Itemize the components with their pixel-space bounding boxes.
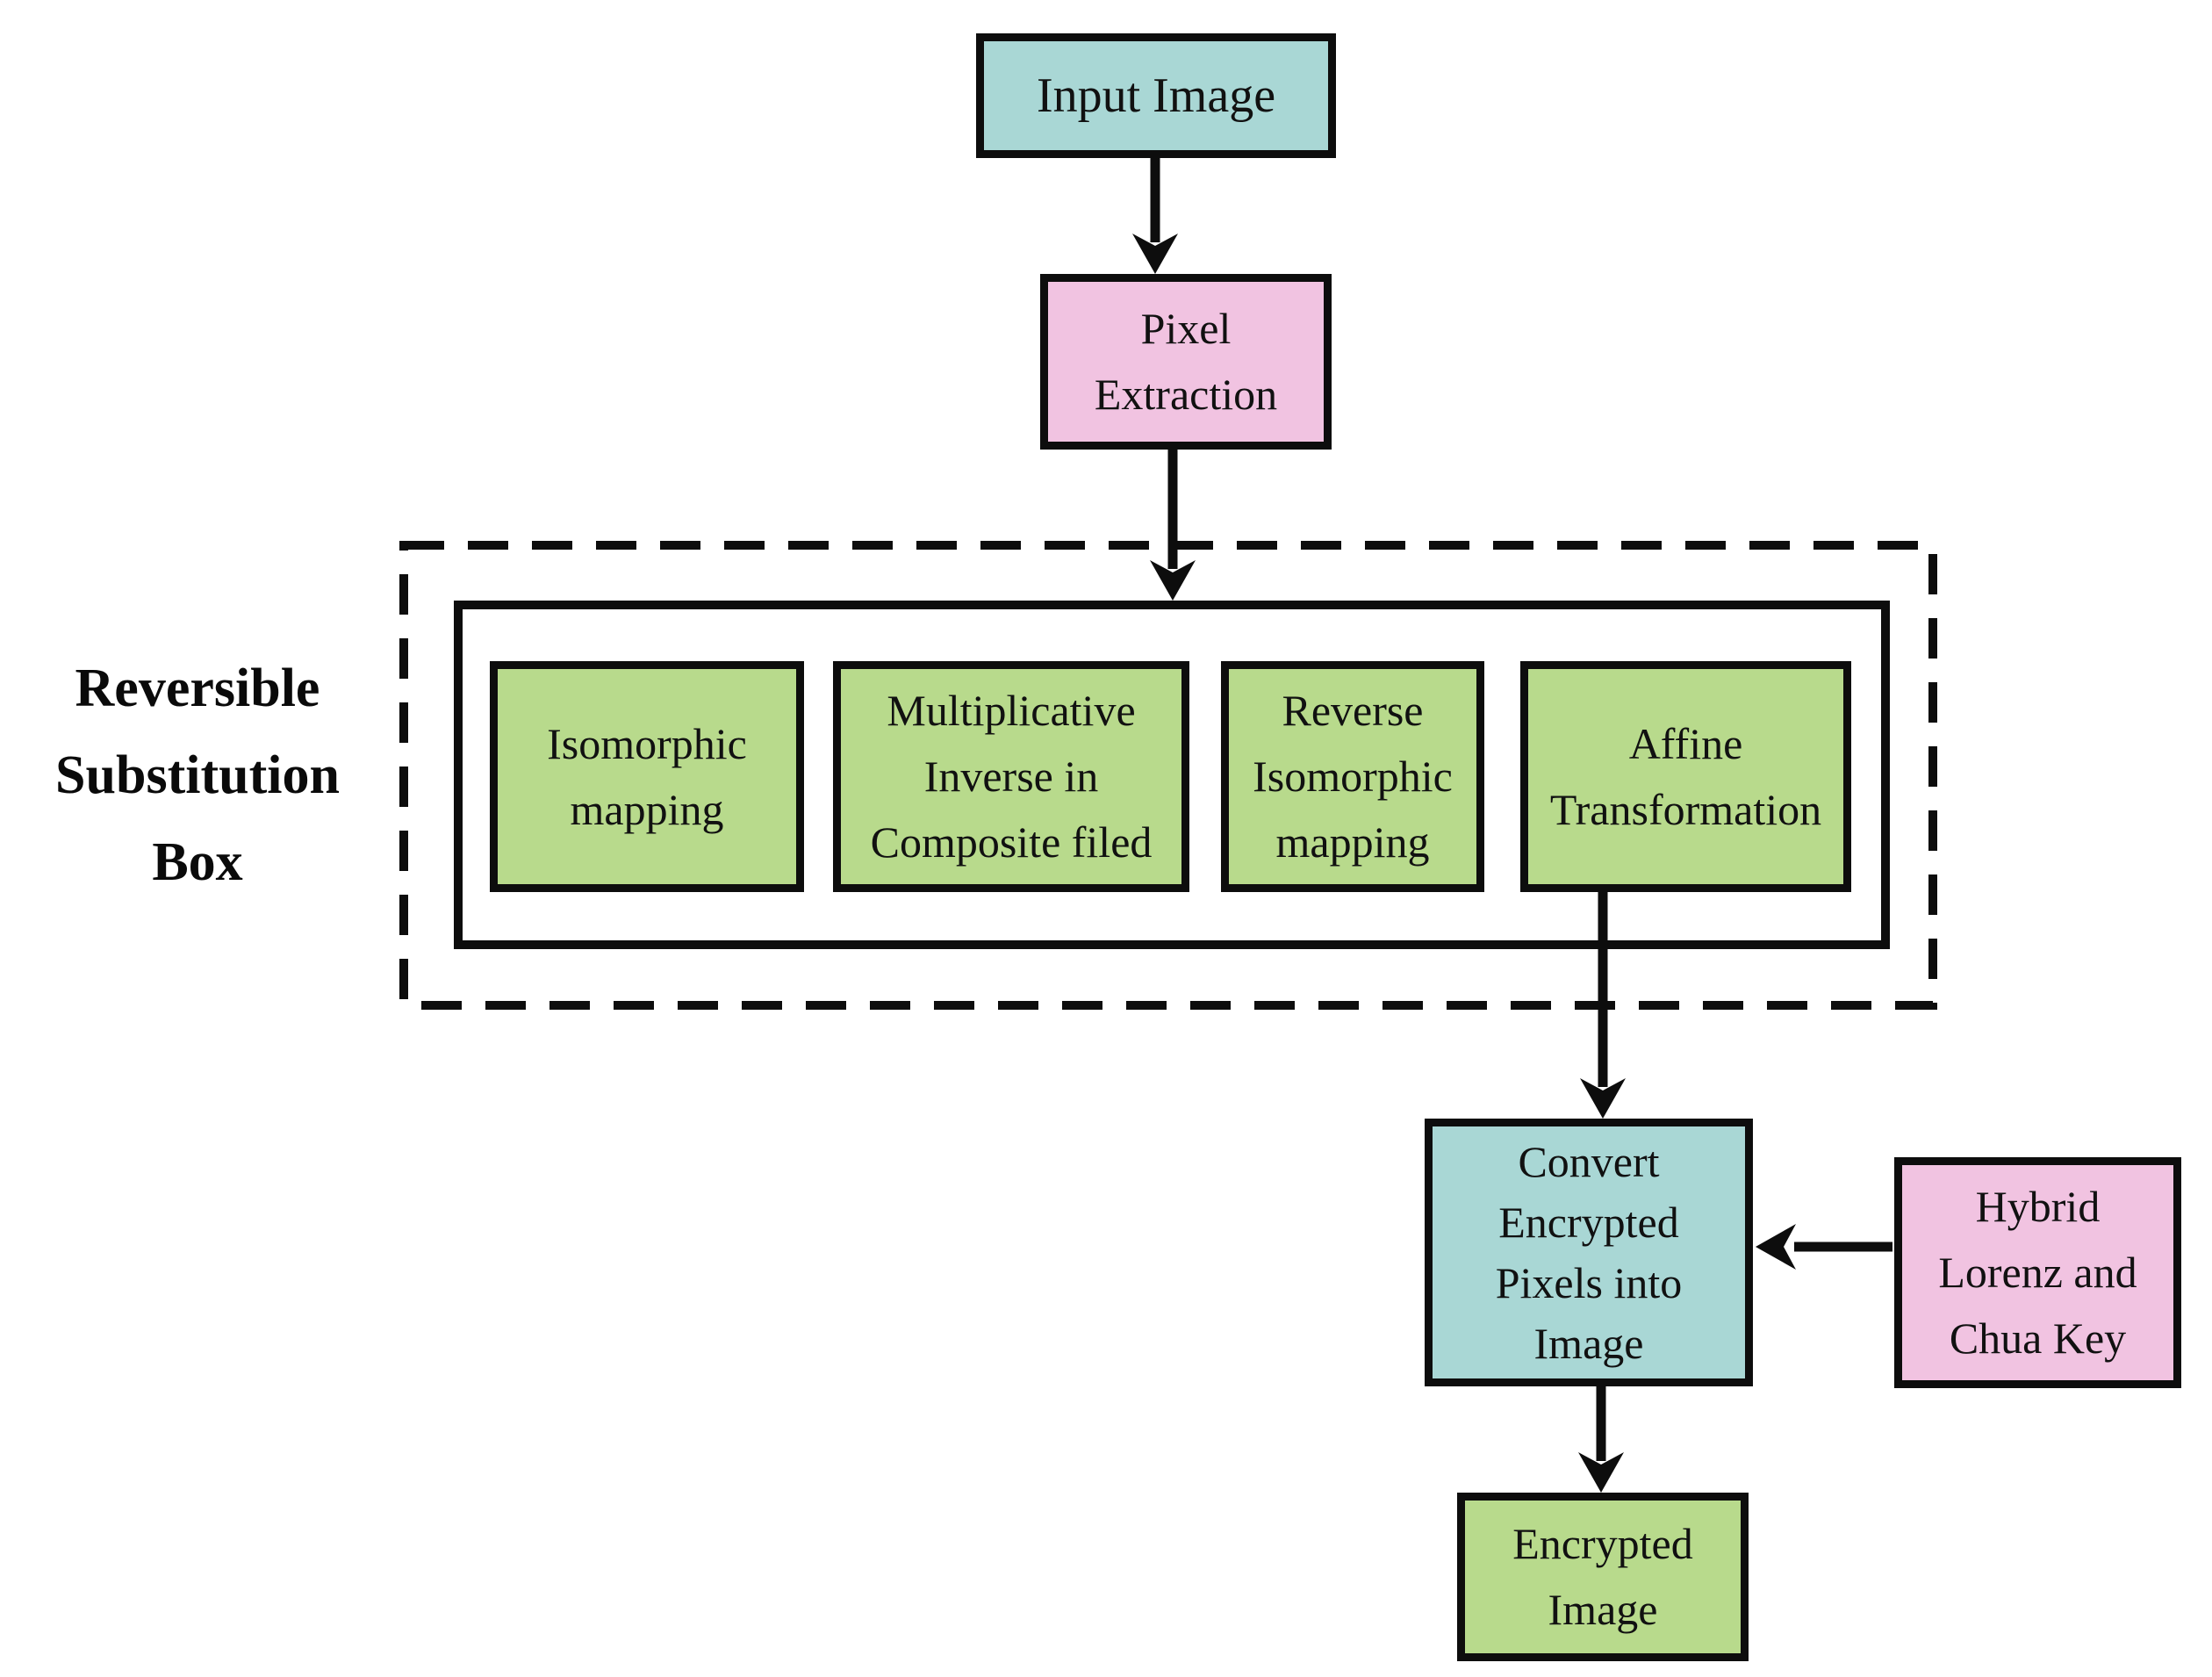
- node-pixel-extraction-label: Pixel Extraction: [1094, 304, 1278, 419]
- node-pixel-extraction: Pixel Extraction: [1040, 274, 1332, 450]
- arrow-pixel-to-substitution-box: [1150, 446, 1196, 601]
- node-hybrid-lorenz-chua-key-label: Hybrid Lorenz and Chua Key: [1938, 1182, 2137, 1363]
- node-multiplicative-inverse-label: Multiplicative Inverse in Composite file…: [870, 686, 1153, 867]
- arrow-hybrid-to-convert: [1756, 1224, 1892, 1270]
- node-multiplicative-inverse: Multiplicative Inverse in Composite file…: [833, 661, 1189, 892]
- node-reverse-isomorphic-mapping-label: Reverse Isomorphic mapping: [1253, 686, 1453, 867]
- group-label-reversible-substitution-box: Reversible Substitution Box: [55, 659, 340, 893]
- node-encrypted-image: Encrypted Image: [1457, 1493, 1749, 1661]
- node-encrypted-image-label: Encrypted Image: [1512, 1519, 1693, 1634]
- node-isomorphic-mapping-label: Isomorphic mapping: [547, 718, 747, 834]
- node-affine-transformation: Affine Transformation: [1520, 661, 1851, 892]
- node-isomorphic-mapping: Isomorphic mapping: [490, 661, 804, 892]
- node-affine-transformation-label: Affine Transformation: [1549, 718, 1822, 834]
- node-hybrid-lorenz-chua-key: Hybrid Lorenz and Chua Key: [1894, 1157, 2181, 1388]
- node-input-image-label: Input Image: [1036, 68, 1276, 123]
- node-convert-encrypted-pixels: Convert Encrypted Pixels into Image: [1425, 1119, 1753, 1386]
- arrow-convert-to-encrypted: [1578, 1384, 1624, 1493]
- node-input-image: Input Image: [976, 33, 1336, 158]
- node-reverse-isomorphic-mapping: Reverse Isomorphic mapping: [1221, 661, 1484, 892]
- node-convert-encrypted-pixels-label: Convert Encrypted Pixels into Image: [1495, 1136, 1683, 1368]
- arrow-input-to-pixel: [1132, 158, 1178, 274]
